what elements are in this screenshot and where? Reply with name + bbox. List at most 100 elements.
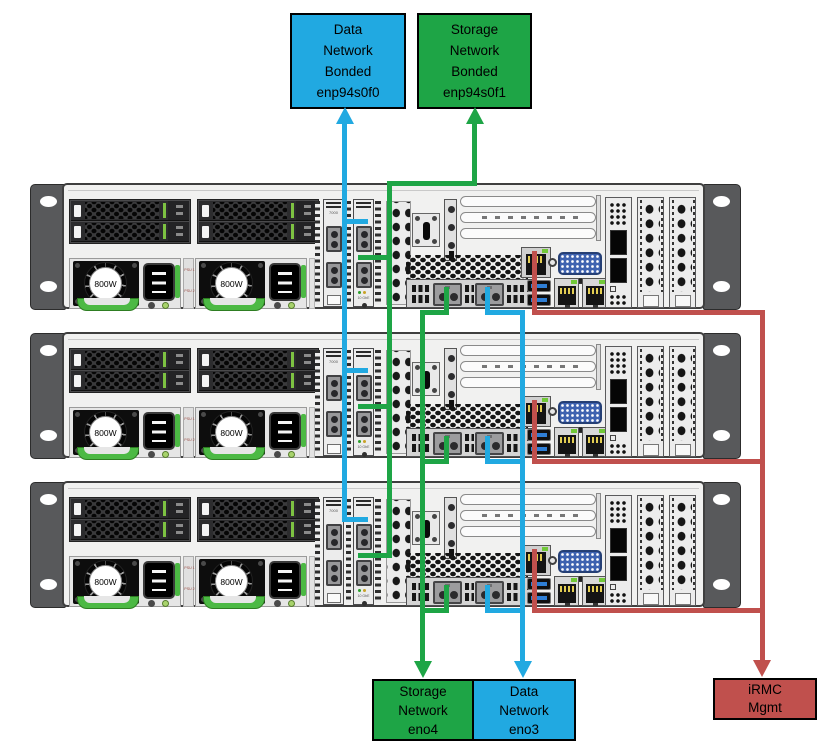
- vent-dots: [609, 592, 628, 604]
- card-label-bars: [326, 202, 341, 209]
- psu-labels: PSU 1 PSU 2: [183, 556, 195, 607]
- rack-ear-left: [30, 333, 66, 459]
- sfp-port: [326, 262, 342, 288]
- tray-led: [291, 224, 294, 239]
- tray-led: [291, 373, 294, 388]
- usb-port: [527, 280, 551, 292]
- sfp-port: [326, 411, 342, 437]
- vga-port: [558, 401, 602, 424]
- pcie-slot-covers: [460, 493, 602, 541]
- blank-slot: [669, 495, 696, 606]
- lan-icon: [565, 603, 570, 606]
- cable-segment: [485, 585, 490, 613]
- ocp-vent: [465, 583, 474, 601]
- ocp-network-module: [406, 279, 534, 308]
- psu2-label: PSU 2: [184, 438, 195, 442]
- box-line: Data: [509, 683, 539, 699]
- psu-handle: [203, 596, 265, 609]
- slot-tab: [675, 593, 691, 605]
- port-led: [542, 249, 548, 253]
- vent-dots: [609, 294, 628, 306]
- tray-vent: [85, 500, 159, 517]
- box-data-network-bonded: Data Network Bonded enp94s0f0: [290, 13, 406, 109]
- pcie-end-cap: [596, 195, 601, 241]
- pcie-blank-cover: [460, 345, 596, 356]
- io-card-slot-1: 7000: [323, 497, 344, 605]
- psu-labels: PSU 1 PSU 2: [183, 258, 195, 309]
- psu-handle: [77, 298, 139, 311]
- cable-segment: [358, 404, 392, 409]
- server-3: 800W PSU 1 PSU 2 800W: [0, 479, 745, 609]
- box-data-network-eno3: Data Network eno3: [472, 679, 576, 741]
- psu-handle: [203, 298, 265, 311]
- box-line: Bonded: [324, 64, 372, 79]
- led-strip: [346, 350, 351, 454]
- rack-ear-right: [703, 333, 741, 459]
- cable-segment: [532, 400, 537, 462]
- rack-mount-hole: [713, 579, 730, 590]
- arrow-up-data-bonded: [336, 107, 354, 124]
- port-led: [358, 589, 361, 592]
- port-led: [571, 280, 577, 284]
- sfp-port-lower-storage: [356, 560, 372, 586]
- sfp-port: [326, 524, 342, 550]
- sfp-cage-slot: [605, 197, 632, 308]
- tray-vent: [85, 372, 159, 389]
- psu-fan-housing: 800W: [199, 410, 265, 460]
- tray-vent: [85, 223, 159, 240]
- psu-fan-housing: 800W: [73, 410, 139, 460]
- tray-led: [163, 373, 166, 388]
- drive-bay-group: [197, 348, 319, 393]
- tray-handle-clip: [74, 354, 81, 366]
- ocp-vent: [507, 285, 530, 303]
- lan-port-2: [582, 427, 607, 457]
- box-line: Network: [499, 702, 549, 718]
- vent-dots: [609, 351, 628, 375]
- slot-strip: [640, 349, 642, 441]
- tray-handle-clip: [202, 354, 209, 366]
- cable-segment: [485, 310, 525, 315]
- cable-segment: [420, 608, 449, 613]
- ocp-vent: [412, 285, 430, 303]
- power-inlet: [269, 412, 301, 450]
- cable-segment: [532, 459, 765, 464]
- led-strip: [346, 499, 351, 603]
- tray-latch: [296, 499, 317, 518]
- slot-tab: [675, 444, 691, 456]
- pcie-slot-covers: [460, 195, 602, 243]
- sfp-port-lower-storage: [356, 411, 372, 437]
- rack-mount-hole: [713, 494, 730, 505]
- lan-port-2: [582, 576, 607, 606]
- lan-icon: [593, 603, 598, 606]
- rack-mount-hole: [713, 196, 730, 207]
- tray-latch: [168, 350, 189, 369]
- tray-led: [163, 501, 166, 516]
- box-line: enp94s0f0: [316, 85, 380, 100]
- vent-grid: [406, 553, 528, 577]
- lan-icon: [565, 305, 570, 308]
- psu-status-led: [162, 302, 169, 309]
- psu-button: [148, 302, 155, 309]
- server-1: 800W PSU 1 PSU 2 800W: [0, 181, 745, 311]
- riser-bracket: [444, 497, 457, 559]
- io-card-slot-1: 7000: [323, 199, 344, 307]
- tray-latch: [168, 499, 189, 518]
- tray-handle-clip: [74, 524, 81, 536]
- psu-release-lever: [301, 414, 306, 447]
- arrow-up-storage-bonded: [466, 107, 484, 124]
- vga-screw: [548, 556, 557, 565]
- lan-icon: [593, 305, 598, 308]
- port-led: [542, 547, 548, 551]
- box-line: Network: [398, 702, 448, 718]
- box-line: Storage: [450, 22, 499, 37]
- psu-release-lever: [175, 563, 180, 596]
- tray-led: [291, 352, 294, 367]
- led-strip: [315, 499, 320, 603]
- vent-dots: [675, 498, 692, 590]
- drive-bay-group: [69, 497, 191, 542]
- slot-strip: [661, 200, 663, 292]
- tray-led: [291, 501, 294, 516]
- port-led: [363, 291, 366, 294]
- cable-segment: [760, 310, 765, 661]
- slot-tab: [643, 593, 659, 605]
